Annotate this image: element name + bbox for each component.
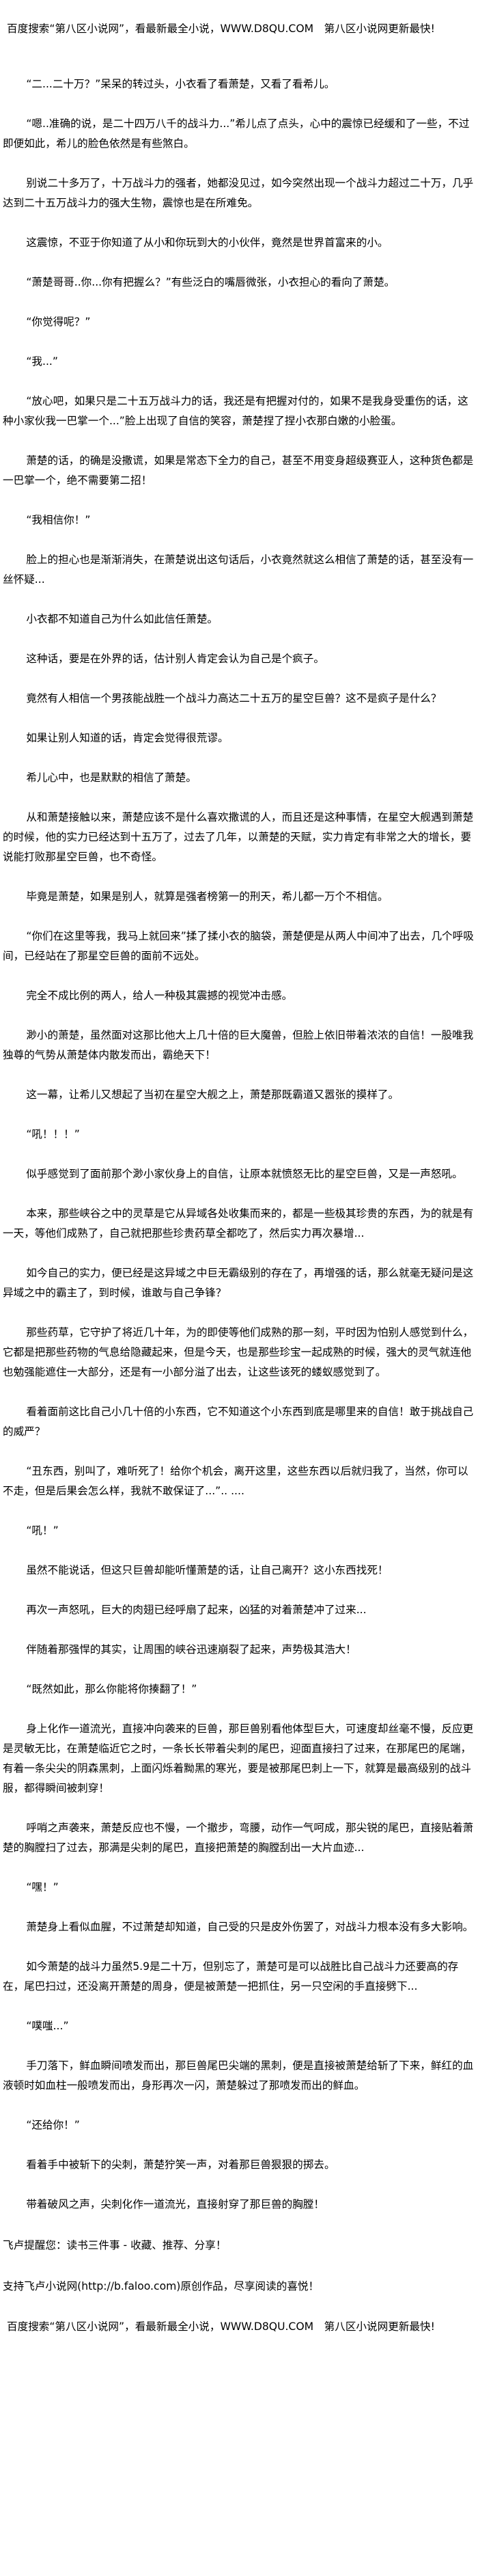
paragraph: 如果让别人知道的话，肯定会觉得很荒谬。 [26, 732, 229, 744]
paragraph: “放心吧，如果只是二十五万战斗力的话，我还是有把握对付的，如果不是我身受重伤的话… [3, 395, 468, 427]
paragraph: 这一幕，让希儿又想起了当初在星空大舰之上，萧楚那既霸道又嚣张的摸样了。 [26, 1088, 399, 1101]
reading-reminder: 飞卢提醒您：读书三件事 - 收藏、推荐、分享！ [3, 2239, 227, 2251]
chapter-body: “二...二十万？”呆呆的转过头，小衣看了看萧楚，又看了看希儿。 “嗯..准确的说… [3, 74, 474, 2215]
novel-page: 百度搜索“第八区小说网”，看最新最全小说，WWW.D8QU.COM 第八区小说网… [3, 23, 474, 2333]
paragraph: “萧楚哥哥..你...你有把握么？”有些泛白的嘴唇微张，小衣担心的看向了萧楚。 [26, 276, 395, 288]
paragraph: 这震惊，不亚于你知道了从小和你玩到大的小伙伴，竟然是世界首富来的小。 [26, 236, 389, 249]
paragraph: 手刀落下，鲜血瞬间喷发而出，那巨兽尾巴尖端的黑刺，便是直接被萧楚给斩了下来，鲜红… [3, 2059, 474, 2092]
paragraph: 渺小的萧楚，虽然面对这那比他大上几十倍的巨大魔兽，但脸上依旧带着浓浓的自信！一股… [3, 1029, 474, 1061]
paragraph: 萧楚的话，的确是没撒谎，如果是常态下全力的自己，甚至不用变身超级赛亚人，这种货色… [3, 454, 474, 487]
paragraph: 那些药草，它守护了将近几十年，为的即使等他们成熟的那一刻，平时因为怕别人感觉到什… [3, 1326, 474, 1378]
paragraph: “噗嗤...” [26, 2020, 69, 2032]
paragraph: 再次一声怒吼，巨大的肉翅已经呼扇了起来，凶猛的对着萧楚冲了过来... [26, 1604, 367, 1616]
paragraph: “吼！！！” [26, 1128, 80, 1140]
paragraph: 别说二十多万了，十万战斗力的强者，她都没见过，如今突然出现一个战斗力超过二十万，… [3, 177, 474, 209]
paragraph: “嗯..准确的说，是二十四万八千的战斗力...”希儿点了点头，心中的震惊已经缓和… [3, 118, 470, 150]
paragraph: 萧楚身上看似血腥，不过萧楚却知道，自己受的只是皮外伤罢了，对战斗力根本没有多大影… [26, 1921, 474, 1933]
paragraph: 带着破风之声，尖刺化作一道流光，直接射穿了那巨兽的胸膛！ [26, 2198, 324, 2210]
paragraph: 看着手中被斩下的尖刺，萧楚狞笑一声，对着那巨兽狠狠的掷去。 [26, 2159, 335, 2171]
paragraph: 毕竟是萧楚，如果是别人，就算是强者榜第一的刑天，希儿都一万个不相信。 [26, 890, 389, 903]
paragraph: 竟然有人相信一个男孩能战胜一个战斗力高达二十五万的星空巨兽？这不是疯子是什么？ [26, 692, 442, 704]
paragraph: 本来，那些峡谷之中的灵草是它从异域各处收集而来的，都是一些极其珍贵的东西，为的就… [3, 1207, 474, 1239]
paragraph: “二...二十万？”呆呆的转过头，小衣看了看萧楚，又看了看希儿。 [26, 78, 335, 90]
paragraph: 从和萧楚接触以来，萧楚应该不是什么喜欢撒谎的人，而且还是这种事情，在星空大舰遇到… [3, 811, 474, 863]
paragraph: “吼！” [26, 1524, 59, 1537]
paragraph: “你觉得呢？” [26, 316, 91, 328]
site-banner-bottom: 百度搜索“第八区小说网”，看最新最全小说，WWW.D8QU.COM 第八区小说网… [7, 2320, 435, 2333]
paragraph: “我相信你！” [26, 514, 91, 526]
paragraph: 希儿心中，也是默默的相信了萧楚。 [26, 771, 197, 784]
paragraph: 虽然不能说话，但这只巨兽却能听懂萧楚的话，让自己离开？这小东西找死！ [26, 1564, 389, 1576]
paragraph: 如今萧楚的战斗力虽然5.9是二十万，但别忘了，萧楚可是可以战胜比自己战斗力还要高… [3, 1960, 459, 1992]
paragraph: 脸上的担心也是渐渐消失，在萧楚说出这句话后，小衣竟然就这么相信了萧楚的话，甚至没… [3, 553, 474, 586]
paragraph: 看着面前这比自己小几十倍的小东西，它不知道这个小东西到底是哪里来的自信！敢于挑战… [3, 1406, 474, 1438]
paragraph: “还给你！” [26, 2119, 80, 2131]
support-note: 支持飞卢小说网(http://b.faloo.com)原创作品，尽享阅读的喜悦！ [3, 2280, 320, 2292]
paragraph: “既然如此，那么你能将你揍翻了！” [26, 1683, 197, 1695]
paragraph: “嘿！” [26, 1881, 59, 1893]
paragraph: 小衣都不知道自己为什么如此信任萧楚。 [26, 613, 219, 625]
site-banner-top: 百度搜索“第八区小说网”，看最新最全小说，WWW.D8QU.COM 第八区小说网… [7, 23, 435, 35]
paragraph: 这种话，要是在外界的话，估计别人肯定会认为自己是个疯子。 [26, 653, 324, 665]
paragraph: 身上化作一道流光，直接冲向袭来的巨兽，那巨兽别看他体型巨大，可速度却丝毫不慢，反… [3, 1723, 474, 1794]
paragraph: “我...” [26, 355, 58, 368]
paragraph: “丑东西，别叫了，难听死了！给你个机会，离开这里，这些东西以后就归我了，当然，你… [3, 1465, 468, 1497]
paragraph: 如今自己的实力，便已经是这异域之中巨无霸级别的存在了，再增强的话，那么就毫无疑问… [3, 1267, 474, 1299]
paragraph: 完全不成比例的两人，给人一种极其震撼的视觉冲击感。 [26, 989, 293, 1002]
paragraph: 似乎感觉到了面前那个渺小家伙身上的自信，让原本就愤怒无比的星空巨兽，又是一声怒吼… [26, 1168, 463, 1180]
paragraph: “你们在这里等我，我马上就回来”揉了揉小衣的脑袋，萧楚便是从两人中间冲了出去，几… [3, 930, 474, 962]
paragraph: 伴随着那强悍的其实，让周围的峡谷迅速崩裂了起来，声势极其浩大！ [26, 1643, 356, 1656]
paragraph: 呼哨之声袭来，萧楚反应也不慢，一个撤步，弯腰，动作一气呵成，那尖锐的尾巴，直接贴… [3, 1822, 474, 1854]
